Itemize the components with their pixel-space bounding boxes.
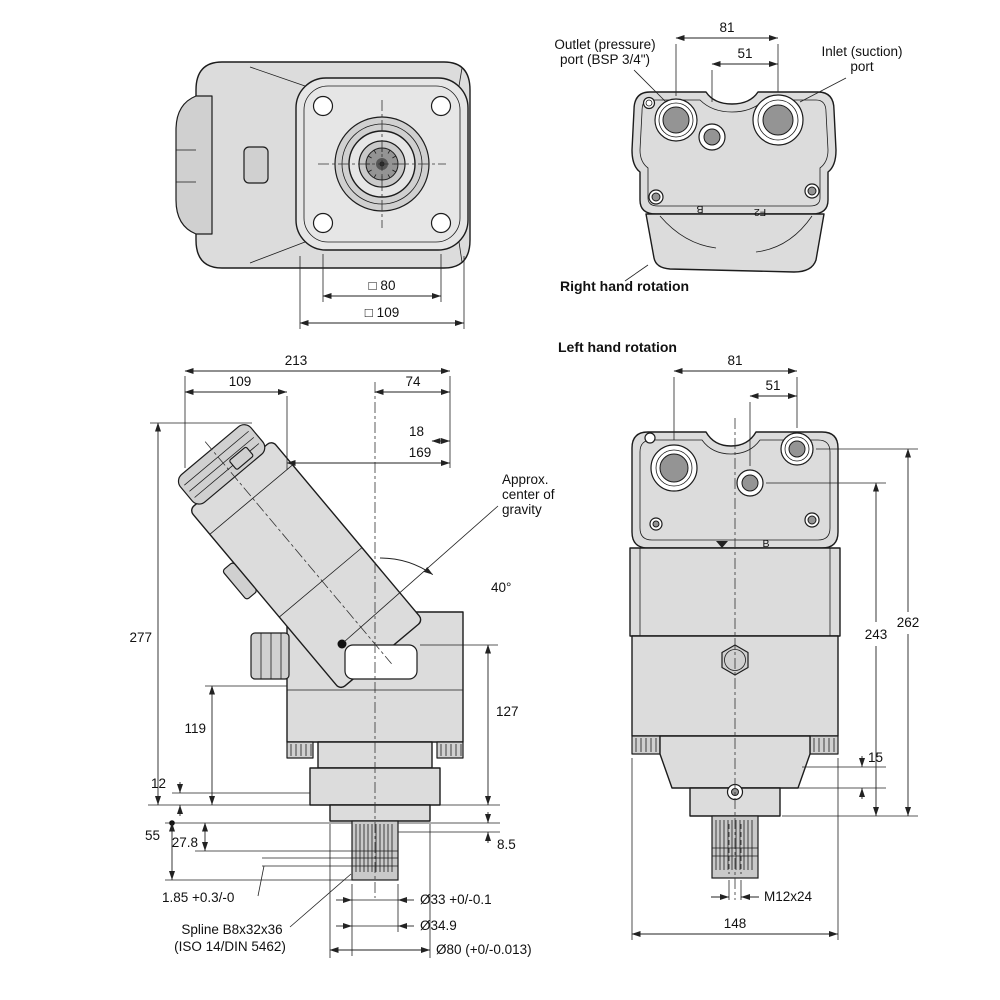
end-cap [175, 95, 213, 235]
side-port-boss [243, 146, 269, 184]
dia-80: Ø80 (+0/-0.013) [436, 942, 532, 957]
direction-arrow-marker [716, 541, 728, 548]
dim-square-109: □ 109 [365, 305, 399, 320]
dim-127: 127 [496, 704, 519, 719]
rear-body: B [629, 418, 841, 900]
port-marking-b: B [762, 538, 769, 550]
dia-34-9: Ø34.9 [420, 918, 457, 933]
left-hand-rotation-label: Left hand rotation [558, 339, 677, 355]
front-body [175, 61, 471, 269]
dia-33: Ø33 +0/-0.1 [420, 892, 492, 907]
bolt-hole [312, 95, 334, 117]
top-dimensions: 81 51 [675, 20, 779, 102]
dim-277: 277 [129, 630, 152, 645]
dim-51: 51 [765, 378, 780, 393]
dim-74: 74 [405, 374, 421, 389]
dim-109: 109 [229, 374, 252, 389]
top-labels: Outlet (pressure) port (BSP 3/4") Inlet … [554, 37, 902, 294]
rib-fins [286, 741, 314, 759]
screw-hole [642, 96, 656, 110]
dim-81: 81 [719, 20, 734, 35]
side-labels: Approx. center of gravity 40° Spline B8x… [174, 472, 555, 954]
inlet-label-line2: port [850, 59, 874, 74]
rear-dimensions: 81 51 262 243 15 M12x24 148 [631, 353, 920, 940]
cog-label-line2: center of [502, 487, 555, 502]
front-dimensions: □ 80 □ 109 [299, 254, 465, 329]
spline-label-line1: Spline B8x32x36 [181, 922, 282, 937]
bolt-hole [430, 95, 452, 117]
front-view: □ 80 □ 109 [175, 61, 471, 329]
outlet-label-line1: Outlet (pressure) [554, 37, 655, 52]
side-body [177, 382, 464, 898]
dim-1-85: 1.85 +0.3/-0 [162, 890, 234, 905]
side-view: 213 109 74 18 169 277 119 12 55 [129, 353, 555, 958]
top-body: B F2 [631, 91, 837, 273]
dim-8-5: 8.5 [497, 837, 516, 852]
front-centerlines [318, 100, 446, 228]
dim-square-80: □ 80 [369, 278, 396, 293]
dim-119: 119 [184, 721, 206, 736]
tilted-barrel-housing [177, 424, 422, 689]
dim-27-8: 27.8 [172, 835, 198, 850]
outlet-label-line2: port (BSP 3/4") [560, 52, 650, 67]
dim-18: 18 [409, 424, 424, 439]
dim-169: 169 [409, 445, 432, 460]
screw-hole [644, 432, 656, 444]
dim-15: 15 [868, 750, 883, 765]
inlet-label-line1: Inlet (suction) [821, 44, 902, 59]
pilot-boss [329, 804, 431, 822]
port-marking-f2: F2 [754, 206, 766, 218]
right-hand-rotation-label: Right hand rotation [560, 278, 689, 294]
dim-m12x24: M12x24 [764, 889, 813, 904]
bolt-hole [312, 212, 334, 234]
dim-243: 243 [865, 627, 888, 642]
dim-262: 262 [897, 615, 920, 630]
cog-label-line3: gravity [502, 502, 542, 517]
name-plate [344, 644, 418, 680]
angle-40: 40° [491, 580, 511, 595]
lower-housing [645, 213, 825, 273]
side-port-boss [250, 632, 290, 680]
dim-55: 55 [145, 828, 160, 843]
dim-51: 51 [737, 46, 752, 61]
rib-fins [436, 741, 464, 759]
dim-12: 12 [151, 776, 166, 791]
bolt-hole [430, 212, 452, 234]
dim-213: 213 [285, 353, 308, 368]
rear-labels: Left hand rotation [558, 339, 677, 355]
top-view: B F2 81 51 Outlet (pressure) port (BSP 3… [554, 20, 902, 294]
dim-148: 148 [724, 916, 747, 931]
spline-label-line2: (ISO 14/DIN 5462) [174, 939, 286, 954]
rear-view: B 81 [558, 339, 919, 940]
cog-label-line1: Approx. [502, 472, 549, 487]
side-dimensions: 213 109 74 18 169 277 119 12 55 [129, 353, 532, 958]
dim-81: 81 [727, 353, 742, 368]
port-marking-b: B [696, 203, 703, 215]
